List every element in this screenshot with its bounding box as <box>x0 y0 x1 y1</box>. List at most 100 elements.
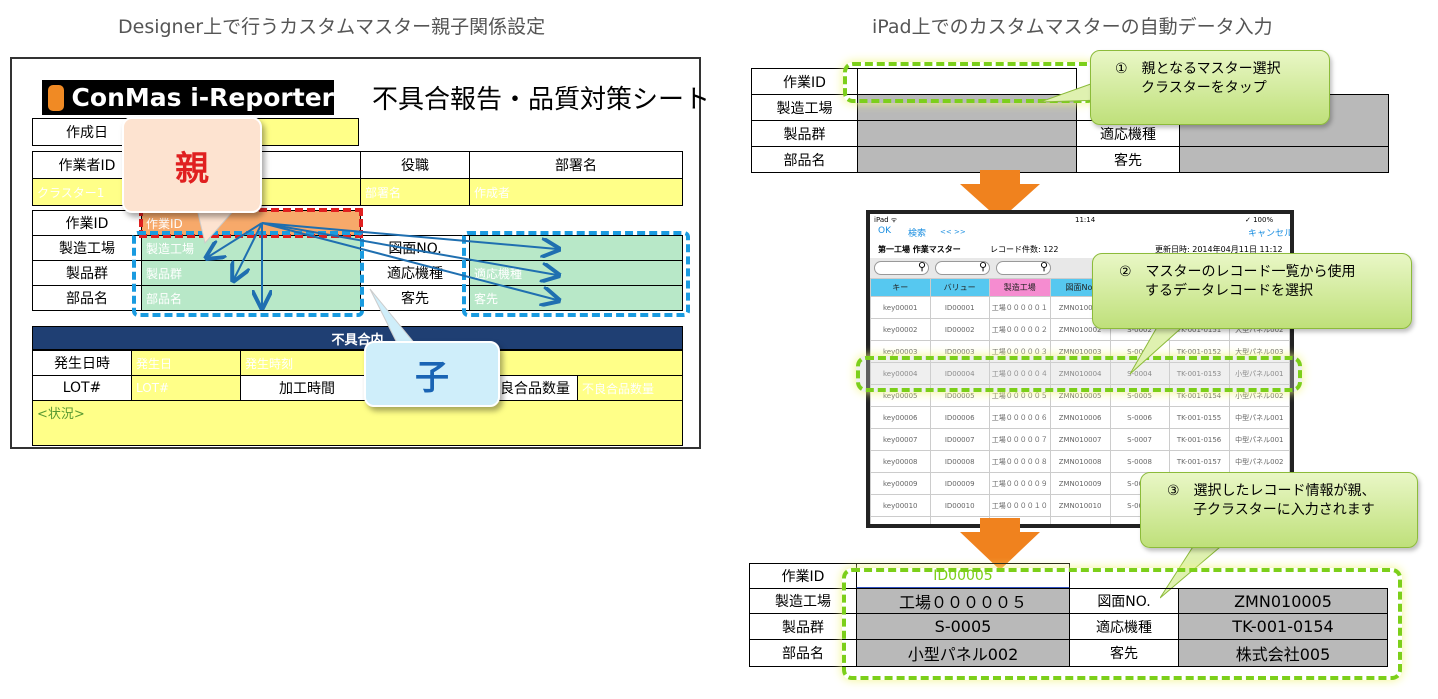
result-label-product-group: 製品群 <box>749 613 857 640</box>
ipad-table-cell: key00010 <box>870 494 931 517</box>
top-value-factory <box>857 94 1077 121</box>
result-value-customer: 株式会社005 <box>1178 639 1388 667</box>
ipad-table-cell: key00011 <box>870 516 931 524</box>
ipad-table-cell: TK-001-0155 <box>1168 406 1230 429</box>
ipad-table-cell: ZMN010009 <box>1049 472 1111 495</box>
magnifier-icon: ⚲ <box>1039 260 1048 273</box>
ipad-table-cell: 工場０００００７ <box>988 428 1051 451</box>
ipad-table-cell: 中型パネル001 <box>1228 406 1290 429</box>
ipad-table-cell: ZMN010006 <box>1049 406 1111 429</box>
row-right-model[interactable]: 適応機種 <box>469 260 683 286</box>
status-area[interactable]: <状況> <box>32 400 683 446</box>
ipad-table-cell: ZMN010010 <box>1049 494 1111 517</box>
ipad-table-cell: key00001 <box>870 296 931 319</box>
right-panel-title: iPad上でのカスタムマスターの自動データ入力 <box>872 16 1273 38</box>
child-cluster-outline-left <box>132 231 364 317</box>
result-fill-outline <box>842 568 1402 680</box>
logo-text: ConMas i-Reporter <box>71 83 334 112</box>
ipad-table-cell: ID00006 <box>929 406 990 429</box>
lower-value-date[interactable]: 発生日 <box>131 350 241 376</box>
ipad-table-cell: key00007 <box>870 428 931 451</box>
ipad-table-cell: S-0006 <box>1109 406 1170 429</box>
result-label-part-name: 部品名 <box>749 639 857 667</box>
ipad-table-cell: key00002 <box>870 318 931 341</box>
child-cluster-outline-right <box>462 231 690 317</box>
ipad-table-cell: 工場０００００８ <box>988 450 1051 473</box>
ipad-table-cell: 工場００００１０ <box>988 494 1051 517</box>
ipad-ok-button[interactable]: OK <box>878 226 891 236</box>
ipad-table-cell: key00006 <box>870 406 931 429</box>
ipad-table-cell: TK-001-0157 <box>1168 450 1230 473</box>
ipad-table-cell: 工場０００００９ <box>988 472 1051 495</box>
ipad-table-cell: 工場０００００２ <box>988 318 1051 341</box>
result-label-work-id: 作業ID <box>749 563 857 589</box>
ipad-status-left: iPad ᯤ <box>874 216 898 224</box>
result-value-factory: 工場０００００５ <box>856 588 1070 614</box>
ipad-col-header: バリュー <box>929 278 990 297</box>
top-label-customer: 客先 <box>1076 146 1180 173</box>
ipad-updated: 更新日時: 2014年04月11日 11:12 <box>1155 245 1283 254</box>
magnifier-icon: ⚲ <box>978 260 987 273</box>
top-value-part-name <box>857 146 1077 173</box>
ipad-master-name: 第一工場 作業マスター <box>878 245 961 254</box>
ipad-table-cell: ZMN010008 <box>1049 450 1111 473</box>
search-field-1[interactable]: ⚲ <box>874 260 929 275</box>
result-label-factory: 製造工場 <box>749 588 857 614</box>
ipad-table-cell: TK-001-0156 <box>1168 428 1230 451</box>
down-arrow-1 <box>960 170 1040 220</box>
child-bubble-tail <box>369 288 418 346</box>
top-value-product-group <box>857 120 1077 147</box>
section-header: 不具合内 <box>32 326 683 350</box>
ipad-table-cell: S-0008 <box>1109 450 1170 473</box>
parent-bubble-tail <box>197 209 236 245</box>
result-value-drawing-no: ZMN010005 <box>1178 588 1388 614</box>
ipad-col-header: キー <box>870 278 931 297</box>
ipad-battery: ✓ 100% <box>1245 216 1274 224</box>
callout3-line2: 子クラスターに入力されます <box>1193 502 1375 518</box>
logo-icon <box>48 84 64 111</box>
top-label-part-name: 部品名 <box>751 146 858 173</box>
search-field-3[interactable]: ⚲ <box>996 260 1051 275</box>
ipad-table-cell: ID00001 <box>929 296 990 319</box>
ipad-table-cell: ID00010 <box>929 494 990 517</box>
ipad-col-header: 製造工場 <box>988 278 1051 297</box>
row-value-product-group[interactable]: 製品群 <box>141 260 361 286</box>
ipad-table-cell: ID00007 <box>929 428 990 451</box>
ipad-table-cell: ZMN010004 <box>1049 362 1111 385</box>
row-value-part-name[interactable]: 部品名 <box>141 285 361 311</box>
ipad-time: 11:14 <box>1075 216 1096 224</box>
relation-arrows <box>12 222 703 451</box>
ipad-cancel-button[interactable]: キャンセル <box>1248 229 1294 239</box>
top-value-customer <box>1179 146 1389 173</box>
row-right-drawing-no[interactable] <box>469 235 683 261</box>
child-bubble: 子 <box>364 341 500 407</box>
top-label-factory: 製造工場 <box>751 94 858 121</box>
result-value-product-group: S-0005 <box>856 613 1070 640</box>
designer-sheet: ConMas i-Reporter 不具合報告・品質対策シート 作成日 作業者I… <box>10 57 710 451</box>
header-value-4: 作成者 <box>469 178 683 206</box>
callout2-line2: するデータレコードを選択 <box>1145 283 1313 299</box>
ipad-table-cell: key00008 <box>870 450 931 473</box>
ipad-nav-buttons[interactable]: << >> <box>940 228 966 236</box>
ipad-table-cell: 中型パネル002 <box>1228 450 1290 473</box>
search-field-2[interactable]: ⚲ <box>935 260 990 275</box>
ipad-table-cell: key00009 <box>870 472 931 495</box>
callout2-line1: ② マスターのレコード一覧から使用 <box>1119 264 1356 280</box>
ipad-table-cell: ID00009 <box>929 472 990 495</box>
conmas-logo: ConMas i-Reporter <box>42 80 334 115</box>
ipad-table-cell: 工場０００００６ <box>988 406 1051 429</box>
ipad-table-cell: ZMN010007 <box>1049 428 1111 451</box>
ipad-table-cell: ZMN010011 <box>1049 516 1111 524</box>
ipad-table-cell: ID00008 <box>929 450 990 473</box>
callout-3: ③ 選択したレコード情報が親、 子クラスターに入力されます <box>1140 472 1418 548</box>
down-arrow-2 <box>960 518 1040 570</box>
magnifier-icon: ⚲ <box>917 260 926 273</box>
ipad-search-button[interactable]: 検索 <box>908 229 927 239</box>
lower-value-defect-qty[interactable]: 不良合品数量 <box>577 375 683 401</box>
row-right-customer[interactable]: 客先 <box>469 285 683 311</box>
callout-1: ① 親となるマスター選択 クラスターをタップ <box>1090 50 1330 125</box>
